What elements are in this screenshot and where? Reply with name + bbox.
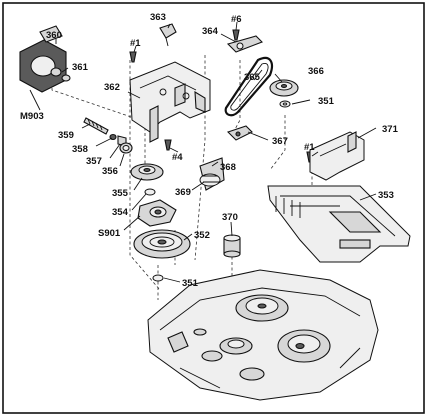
belt-365 — [224, 56, 274, 117]
leader-lines — [29, 21, 377, 283]
callout-363: 363 — [150, 12, 166, 23]
callout-hash4: #4 — [172, 152, 183, 163]
callout-m903: M903 — [20, 111, 44, 122]
callout-359: 359 — [58, 130, 74, 141]
callout-369: 369 — [175, 187, 191, 198]
callout-hash6: #6 — [231, 14, 242, 25]
callout-366: 366 — [308, 66, 324, 77]
washer-354 — [144, 188, 156, 196]
callout-hash1-right: #1 — [304, 142, 315, 153]
callout-362: 362 — [104, 82, 120, 93]
worm-shaft-assembly — [83, 117, 133, 154]
washer-351-top — [279, 100, 291, 108]
slide-plate-353 — [267, 185, 411, 263]
callout-hash1-top: #1 — [130, 38, 141, 49]
callout-351-bottom: 351 — [182, 278, 199, 289]
callout-356: 356 — [102, 166, 118, 177]
gear-355 — [130, 163, 164, 181]
callout-370: 370 — [222, 212, 238, 223]
bracket-371 — [309, 131, 365, 181]
callout-s901: S901 — [98, 228, 121, 239]
callout-361: 361 — [72, 62, 89, 73]
switch-s901 — [137, 199, 177, 227]
main-chassis — [147, 269, 379, 401]
washer-351-bottom — [152, 274, 164, 282]
gear-369 — [199, 157, 225, 191]
callout-353: 353 — [378, 190, 394, 201]
pulley-366 — [269, 79, 299, 97]
callout-358: 358 — [72, 144, 88, 155]
callout-354: 354 — [112, 207, 129, 218]
motor-m903 — [19, 25, 71, 93]
callout-360: 360 — [46, 30, 62, 41]
callout-365: 365 — [244, 72, 261, 83]
lever-367 — [226, 125, 253, 141]
callout-labels: 360 361 363 #1 #6 364 365 366 351 362 M9… — [20, 12, 399, 289]
callout-351-top: 351 — [318, 96, 335, 107]
bracket-362 — [129, 61, 211, 143]
callout-367: 367 — [272, 136, 288, 147]
callout-352: 352 — [194, 230, 210, 241]
callout-368: 368 — [220, 162, 236, 173]
bushing-370 — [223, 234, 241, 258]
callout-364: 364 — [202, 26, 219, 37]
gear-352 — [133, 229, 191, 259]
lever-364 — [226, 35, 263, 53]
part-363 — [159, 23, 177, 47]
callout-371: 371 — [382, 124, 399, 135]
callout-355: 355 — [112, 188, 129, 199]
callout-357: 357 — [86, 156, 102, 167]
